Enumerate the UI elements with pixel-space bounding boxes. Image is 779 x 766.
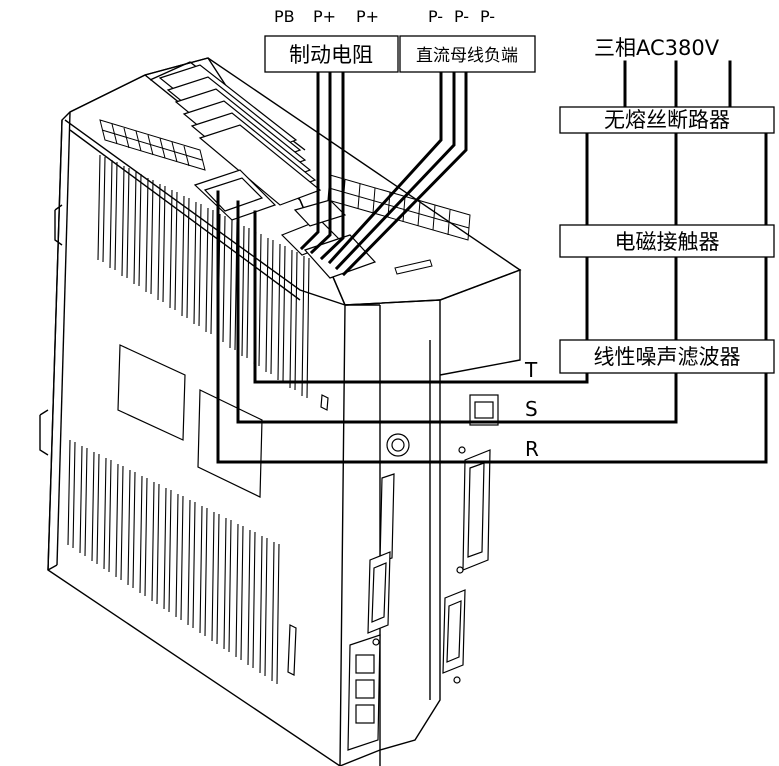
breaker-box bbox=[559, 106, 775, 134]
side-vents-lower bbox=[67, 439, 280, 685]
top-cooling-fins bbox=[158, 64, 322, 206]
phase-r-label: R bbox=[525, 437, 539, 461]
noise-filter-box bbox=[559, 339, 775, 374]
brake-resistor-text: 制动电阻 bbox=[289, 43, 373, 67]
wire-phase-r bbox=[216, 190, 768, 464]
label-p-plus-1: P+ bbox=[313, 7, 336, 26]
dc-bus-negative-box bbox=[399, 35, 536, 73]
contactor-box bbox=[559, 224, 775, 258]
power-source-label: 三相AC380V bbox=[594, 36, 720, 60]
boxes bbox=[264, 35, 775, 374]
wire-p-plus-1 bbox=[309, 70, 332, 255]
wire-p-minus-2 bbox=[334, 70, 456, 271]
wires bbox=[216, 60, 768, 464]
brake-resistor-box bbox=[264, 35, 399, 73]
wire-p-plus-2 bbox=[319, 70, 345, 261]
label-plates bbox=[117, 344, 329, 676]
label-p-minus-3: P- bbox=[480, 7, 495, 26]
label-p-minus-2: P- bbox=[454, 7, 469, 26]
breaker-text: 无熔丝断路器 bbox=[604, 108, 730, 132]
connector-panel bbox=[347, 394, 499, 751]
phase-s-label: S bbox=[525, 397, 538, 421]
dc-bus-negative-text: 直流母线负端 bbox=[416, 46, 518, 66]
wire-pb bbox=[299, 70, 320, 251]
noise-filter-text: 线性噪声滤波器 bbox=[594, 345, 741, 369]
label-p-plus-2: P+ bbox=[356, 7, 379, 26]
contactor-text: 电磁接触器 bbox=[615, 230, 720, 254]
wire-p-minus-1 bbox=[327, 70, 443, 265]
label-p-minus-1: P- bbox=[428, 7, 443, 26]
wire-phase-t bbox=[253, 210, 589, 384]
side-vents-upper bbox=[97, 154, 310, 399]
wire-p-minus-3 bbox=[341, 70, 468, 277]
wire-phase-s bbox=[236, 200, 678, 424]
phase-t-label: T bbox=[524, 358, 538, 382]
label-pb: PB bbox=[274, 7, 295, 26]
